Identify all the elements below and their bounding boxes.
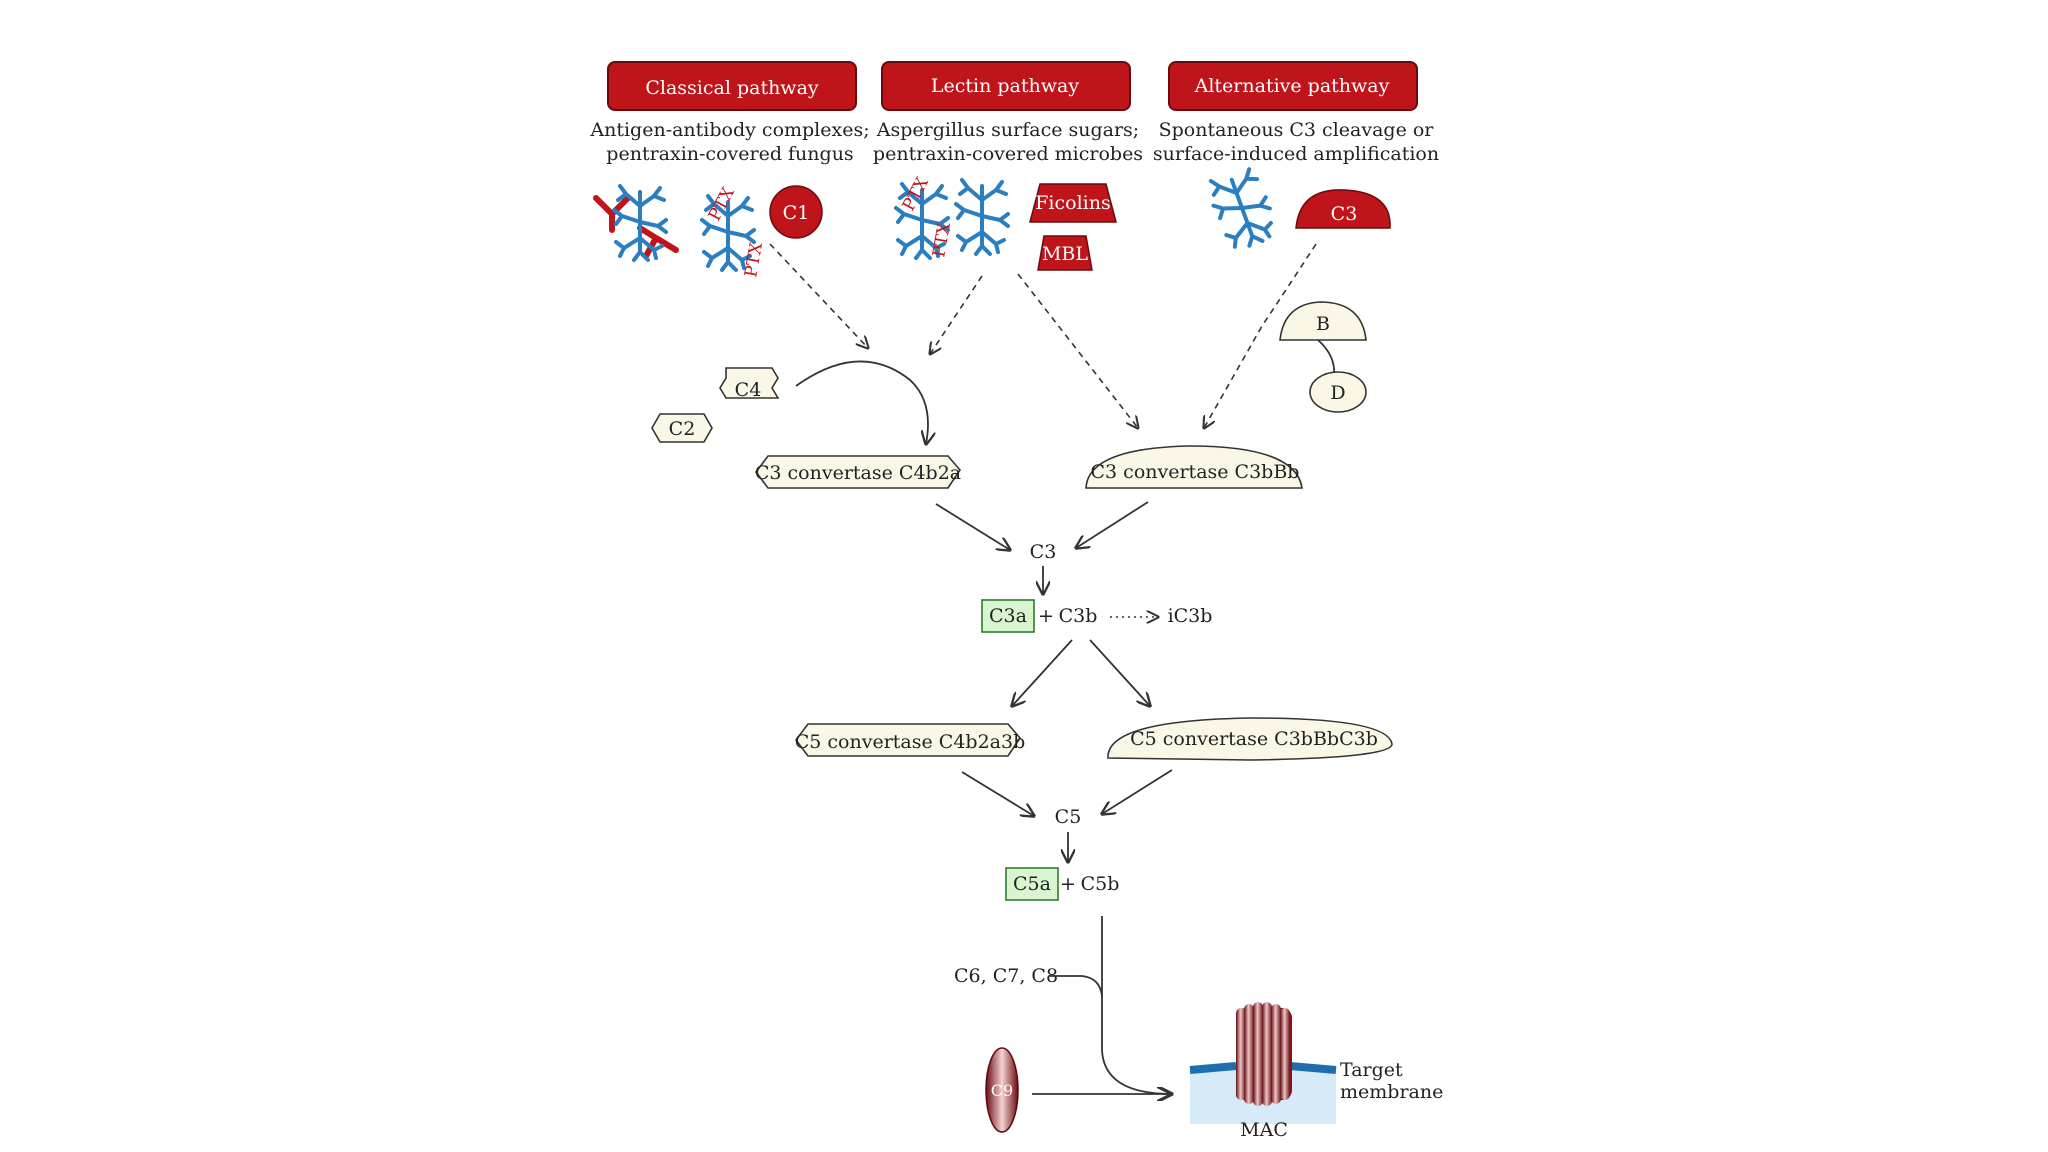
classical-description-line1: Antigen-antibody complexes; xyxy=(589,119,869,141)
mbl-label: MBL xyxy=(1042,243,1088,265)
c3-label: C3 xyxy=(1030,541,1057,563)
plus-sign: + xyxy=(1038,605,1054,627)
target-membrane-label-line2: membrane xyxy=(1340,1081,1443,1103)
c3-alternative-molecule: C3 xyxy=(1295,189,1391,229)
c5-convertase-alternative-label: C5 convertase C3bBbC3b xyxy=(1130,728,1378,750)
factor-b-label: B xyxy=(1316,313,1330,335)
classical-description-line2: pentraxin-covered fungus xyxy=(606,143,853,165)
c3-convertase-alternative: C3 convertase C3bBb xyxy=(1085,445,1303,489)
microbe-sugar-icon xyxy=(954,178,1010,256)
c5a-fragment: C5a xyxy=(1005,867,1059,901)
c9-molecule: C9 xyxy=(985,1047,1019,1133)
fungal-sugar-icon xyxy=(612,184,668,262)
factor-d-molecule: D xyxy=(1309,371,1367,413)
c3a-label: C3a xyxy=(989,605,1027,627)
c5-convertase-alternative: C5 convertase C3bBbC3b xyxy=(1107,717,1393,761)
c4-molecule: C4 xyxy=(719,367,780,401)
mac-assembly-arrow xyxy=(1101,916,1172,1094)
antibody-icon xyxy=(593,195,679,259)
alternative-activation-arrow xyxy=(1204,243,1317,428)
lectin-classical-arrow xyxy=(930,275,983,354)
ic3b-label: iC3b xyxy=(1168,605,1213,627)
c6-c8-join-line xyxy=(1050,975,1103,997)
c5-cleavage-arrow-right xyxy=(1102,769,1173,814)
c3-convertase-alternative-label: C3 convertase C3bBb xyxy=(1091,461,1300,483)
c2-label: C2 xyxy=(669,418,696,440)
c4-label: C4 xyxy=(735,379,762,401)
c2-molecule: C2 xyxy=(651,413,713,443)
c5-convertase-classical-arrow xyxy=(1012,639,1073,706)
lectin-alternative-arrow xyxy=(1017,273,1138,428)
lectin-pathway-label: Lectin pathway xyxy=(931,75,1079,97)
c1-molecule: C1 xyxy=(769,185,823,239)
c3-convertase-classical-label: C3 convertase C4b2a xyxy=(755,462,961,484)
c3-cleavage-arrow-left xyxy=(935,503,1010,550)
c3-alternative-label: C3 xyxy=(1331,203,1358,225)
classical-pathway-header: Classical pathway xyxy=(607,61,857,111)
ptx-label: PTX xyxy=(929,220,955,259)
alternative-description-line2: surface-induced amplification xyxy=(1153,143,1439,165)
c9-label: C9 xyxy=(991,1081,1013,1100)
target-membrane-label-line1: Target xyxy=(1340,1059,1403,1081)
c5a-label: C5a xyxy=(1013,873,1051,895)
c3b-label: C3b xyxy=(1059,605,1098,627)
ficolins-label: Ficolins xyxy=(1035,192,1110,214)
alternative-pathway-label: Alternative pathway xyxy=(1194,75,1390,97)
plus-sign: + xyxy=(1060,873,1076,895)
classical-pathway-label: Classical pathway xyxy=(645,77,819,99)
ficolins-molecule: Ficolins xyxy=(1029,183,1117,223)
c5-cleavage-arrow-left xyxy=(961,771,1034,816)
lectin-description-line2: pentraxin-covered microbes xyxy=(873,143,1143,165)
c3a-fragment: C3a xyxy=(981,599,1035,633)
mbl-molecule: MBL xyxy=(1037,235,1093,271)
ptx-label: PTX xyxy=(705,183,739,224)
c5-convertase-alternative-arrow xyxy=(1089,639,1150,706)
factor-d-label: D xyxy=(1330,382,1345,404)
lectin-description-line1: Aspergillus surface sugars; xyxy=(876,119,1139,141)
mac-pore xyxy=(1236,1002,1292,1106)
ptx-label: PTX xyxy=(899,173,933,214)
alternative-description-line1: Spontaneous C3 cleavage or xyxy=(1159,119,1435,141)
b-d-link xyxy=(1317,339,1336,377)
c5b-label: C5b xyxy=(1081,873,1120,895)
c5-label: C5 xyxy=(1055,806,1082,828)
c3-cleavage-arrow-right xyxy=(1076,501,1149,548)
c4-c2-assembly-arrow xyxy=(795,360,928,444)
classical-activation-arrow xyxy=(769,243,868,348)
ptx-label: PTX xyxy=(741,240,767,279)
surface-sugar-icon xyxy=(1203,163,1282,255)
lectin-pathway-header: Lectin pathway xyxy=(881,61,1131,111)
c5-convertase-classical-label: C5 convertase C4b2a3b xyxy=(795,731,1026,753)
c5-convertase-classical: C5 convertase C4b2a3b xyxy=(795,723,1026,757)
c3-convertase-classical: C3 convertase C4b2a xyxy=(755,455,961,489)
factor-b-molecule: B xyxy=(1279,301,1367,341)
c1-label: C1 xyxy=(783,202,810,224)
alternative-pathway-header: Alternative pathway xyxy=(1168,61,1418,111)
mac-label: MAC xyxy=(1240,1119,1288,1141)
c6-c7-c8-label: C6, C7, C8 xyxy=(954,965,1058,987)
